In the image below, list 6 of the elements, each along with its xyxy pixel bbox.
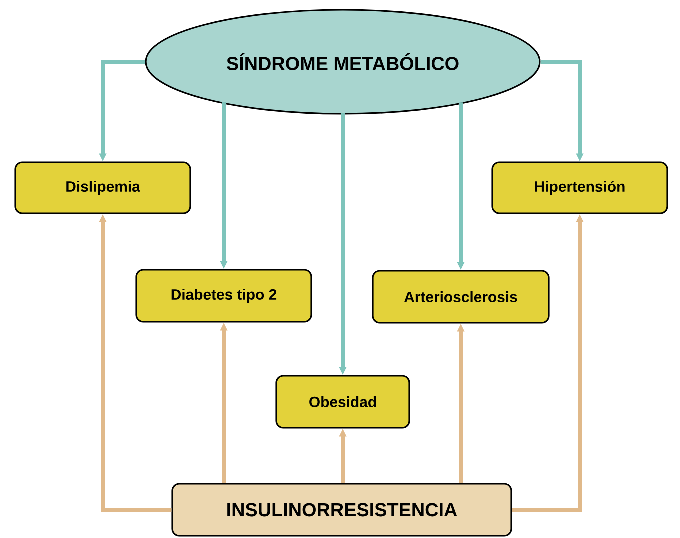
cause-box: INSULINORRESISTENCIA: [172, 483, 512, 537]
condition-box: Hipertensión: [492, 162, 668, 214]
condition-box: Arteriosclerosis: [372, 270, 550, 324]
condition-box: Diabetes tipo 2: [136, 269, 312, 323]
condition-box: Obesidad: [276, 375, 410, 429]
condition-box: Dislipemia: [14, 162, 192, 214]
